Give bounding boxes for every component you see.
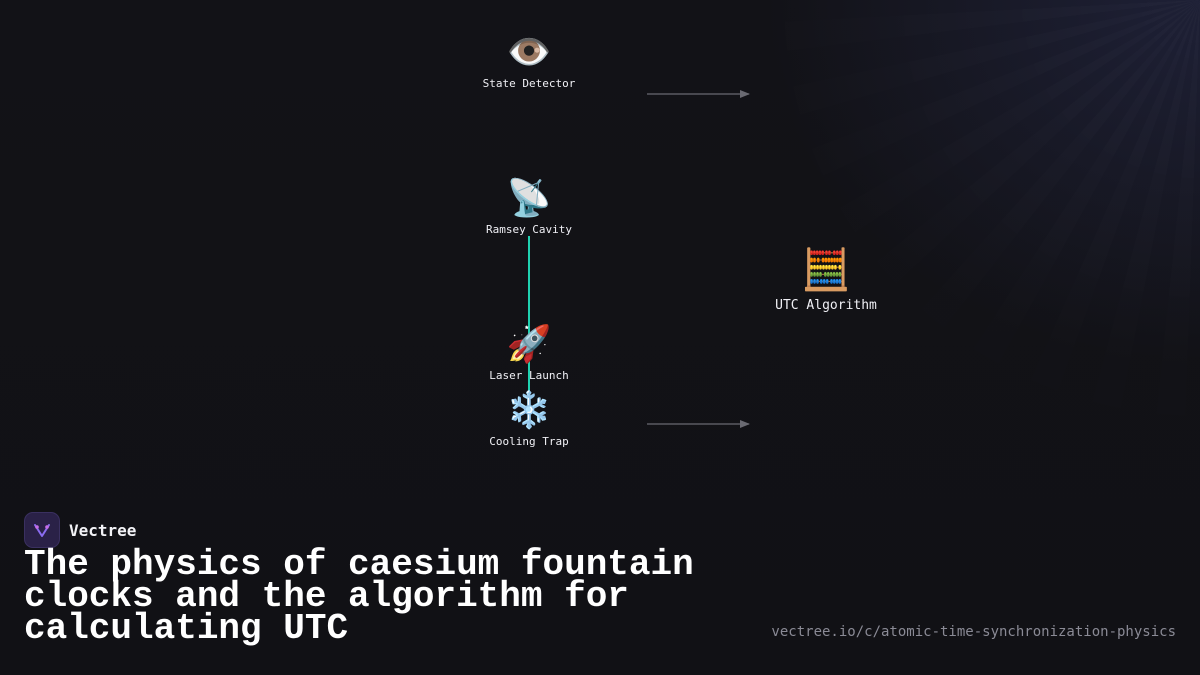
node-label: Cooling Trap [489, 435, 569, 448]
satellite-antenna-icon: 📡 [506, 178, 552, 219]
source-url[interactable]: vectree.io/c/atomic-time-synchronization… [771, 624, 1176, 640]
vectree-logo-icon [24, 512, 60, 548]
node-label: Laser Launch [489, 369, 569, 382]
snowflake-icon: ❄️ [506, 390, 552, 431]
eye-icon: 👁️ [506, 32, 552, 73]
page-title: The physics of caesium fountain clocks a… [24, 544, 694, 649]
node-label: State Detector [482, 77, 576, 90]
brand[interactable]: Vectree [24, 512, 136, 548]
brand-name: Vectree [69, 520, 137, 540]
node-utc-algorithm[interactable]: 🧮 UTC Algorithm [775, 248, 877, 313]
abacus-icon: 🧮 [801, 247, 851, 293]
node-ramsey-cavity[interactable]: 📡 Ramsey Cavity [485, 178, 573, 237]
node-label: UTC Algorithm [775, 298, 877, 313]
node-state-detector[interactable]: 👁️ State Detector [482, 32, 576, 91]
node-laser-launch[interactable]: 🚀 Laser Launch [489, 324, 569, 383]
node-cooling-trap[interactable]: ❄️ Cooling Trap [489, 390, 569, 449]
rocket-icon: 🚀 [506, 324, 552, 365]
node-label: Ramsey Cavity [485, 223, 573, 236]
